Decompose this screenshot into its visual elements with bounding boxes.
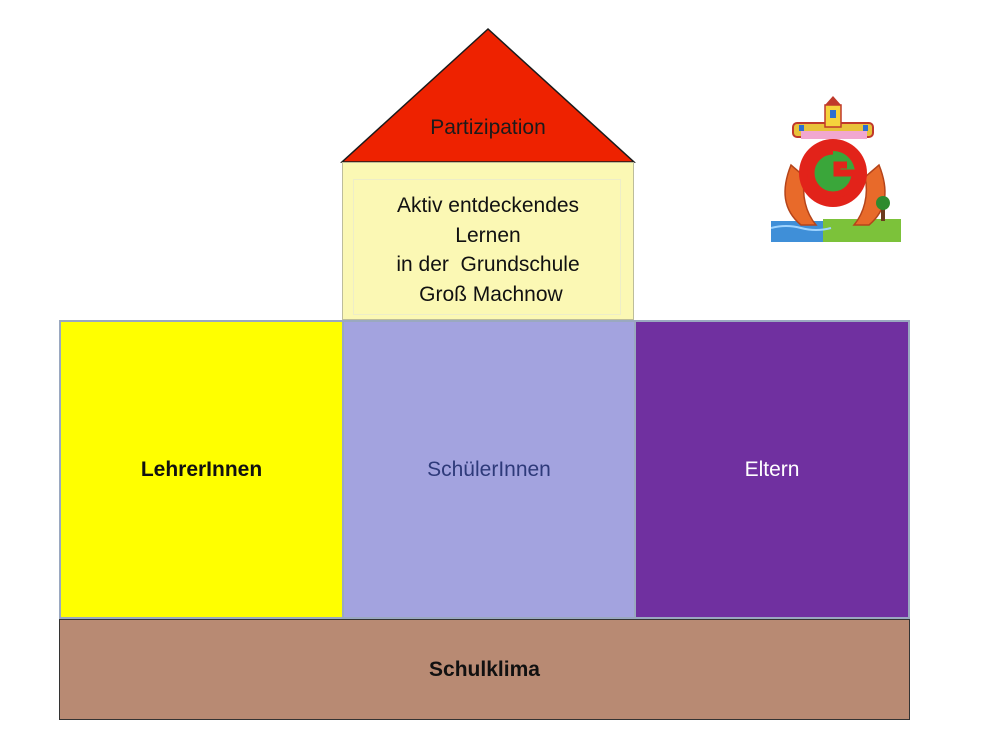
tower-line-3: in der Grundschule [396, 253, 580, 276]
school-logo-icon [771, 96, 901, 242]
pillar-students-label: SchülerInnen [427, 457, 551, 481]
tower-line-4: Groß Machnow [413, 282, 563, 306]
tower-line-2: Lernen [455, 223, 521, 247]
tower-text: Aktiv entdeckendes Lernen in der Grundsc… [343, 191, 633, 309]
pillar-teachers-label: LehrerInnen [140, 457, 263, 481]
tower-line-1: Aktiv entdeckendes [396, 194, 580, 217]
pillar-teachers: LehrerInnen [59, 320, 344, 619]
pillar-parents: Eltern [634, 320, 910, 619]
pillar-students: SchülerInnen [342, 320, 636, 619]
pillar-parents-label: Eltern [744, 457, 800, 481]
logo-grass [823, 219, 901, 242]
foundation-label: Schulklima [429, 657, 540, 681]
roof-label: Partizipation [430, 116, 546, 139]
tower-inner-frame [353, 179, 621, 315]
tower-box: Aktiv entdeckendes Lernen in der Grundsc… [342, 162, 634, 320]
roof-triangle [340, 27, 636, 163]
foundation-box: Schulklima [59, 619, 910, 720]
